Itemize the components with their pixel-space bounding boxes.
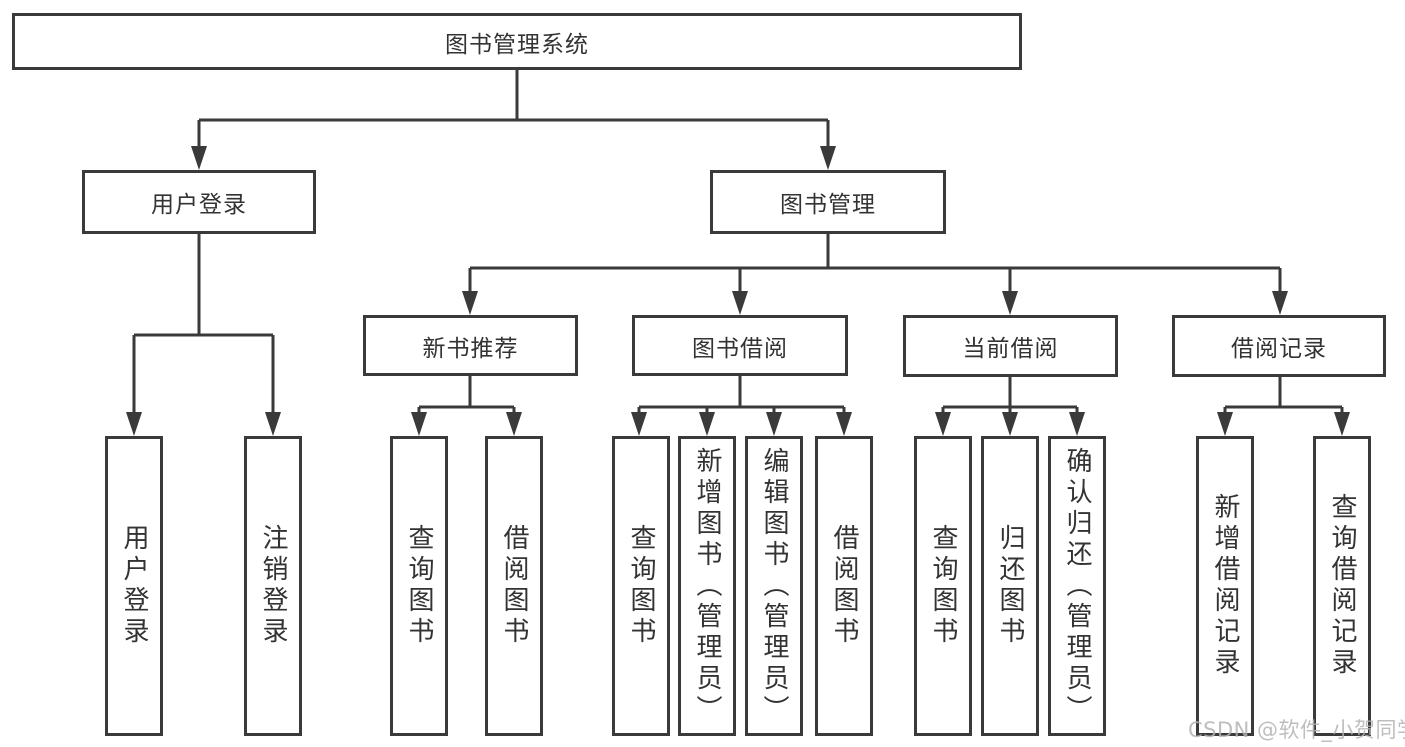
connector-book-borrow-branch bbox=[631, 376, 852, 436]
node-label: 查询图书 bbox=[626, 524, 656, 648]
node-label: 当前借阅 bbox=[962, 336, 1059, 362]
node-label: 确认归还（管理员） bbox=[1062, 446, 1092, 726]
leaf-borrow-edit-book-admin: 编辑图书（管理员） bbox=[745, 436, 803, 736]
node-label: 查询图书 bbox=[928, 524, 958, 648]
node-book-borrow: 图书借阅 bbox=[632, 315, 848, 376]
leaf-current-return-book: 归还图书 bbox=[981, 436, 1039, 736]
connector-user-login-branch bbox=[126, 234, 281, 436]
leaf-current-confirm-return-admin: 确认归还（管理员） bbox=[1048, 436, 1106, 736]
node-new-book-recommend: 新书推荐 bbox=[363, 315, 578, 376]
leaf-current-query-book: 查询图书 bbox=[914, 436, 972, 736]
leaf-user-login: 用户登录 bbox=[105, 436, 163, 736]
node-label: 用户登录 bbox=[119, 524, 149, 648]
leaf-record-query-record: 查询借阅记录 bbox=[1313, 436, 1371, 736]
node-label: 新书推荐 bbox=[422, 335, 519, 362]
leaf-record-add-record: 新增借阅记录 bbox=[1196, 436, 1254, 736]
node-label: 借阅记录 bbox=[1231, 336, 1327, 362]
node-label: 查询图书 bbox=[404, 524, 434, 648]
node-label: 借阅图书 bbox=[499, 524, 529, 648]
node-label: 图书管理 bbox=[780, 192, 876, 218]
connector-book-management-branch bbox=[462, 234, 1288, 315]
leaf-borrow-add-book-admin: 新增图书（管理员） bbox=[678, 436, 736, 736]
node-label: 归还图书 bbox=[995, 524, 1025, 648]
leaf-borrow-query-book: 查询图书 bbox=[612, 436, 670, 736]
leaf-borrow-borrow-book: 借阅图书 bbox=[815, 436, 873, 736]
node-label: 借阅图书 bbox=[829, 524, 859, 648]
node-label: 用户登录 bbox=[151, 192, 247, 218]
node-label: 查询借阅记录 bbox=[1327, 493, 1357, 679]
node-borrow-record: 借阅记录 bbox=[1172, 315, 1386, 377]
node-label: 注销登录 bbox=[258, 524, 288, 648]
connector-borrow-record-branch bbox=[1217, 377, 1350, 436]
node-label: 图书管理系统 bbox=[445, 31, 589, 58]
csdn-watermark: CSDN @软件_小贺同学 bbox=[1188, 718, 1405, 742]
node-book-management: 图书管理 bbox=[710, 170, 946, 234]
node-label: 编辑图书（管理员） bbox=[759, 446, 789, 726]
node-label: 新增图书（管理员） bbox=[692, 446, 722, 726]
node-label: 图书借阅 bbox=[692, 335, 788, 362]
leaf-recommend-query-book: 查询图书 bbox=[390, 436, 448, 736]
node-current-borrow: 当前借阅 bbox=[903, 315, 1118, 377]
node-user-login: 用户登录 bbox=[82, 170, 316, 234]
leaf-logout: 注销登录 bbox=[244, 436, 302, 736]
connector-new-book-branch bbox=[411, 376, 522, 436]
leaf-recommend-borrow-book: 借阅图书 bbox=[485, 436, 543, 736]
node-library-management-system: 图书管理系统 bbox=[12, 13, 1022, 70]
connector-current-borrow-branch bbox=[935, 377, 1085, 436]
node-label: 新增借阅记录 bbox=[1210, 493, 1240, 679]
connector-root-to-level2 bbox=[191, 70, 836, 170]
